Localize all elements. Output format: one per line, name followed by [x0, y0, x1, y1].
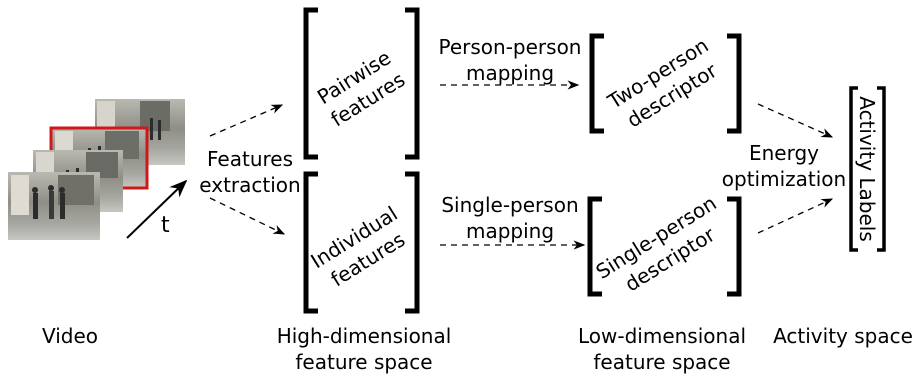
time-label: t [161, 213, 170, 238]
bottom-label-high-dim-line1: High-dimensional [277, 324, 452, 348]
pairwise-features-box: Pairwise features [303, 7, 420, 160]
video-frame-stack [8, 99, 185, 240]
time-arrow [126, 179, 188, 239]
features-extraction-line2: extraction [199, 173, 300, 197]
individual-features-box: Individual features [303, 171, 420, 314]
energy-line1: Energy [749, 141, 819, 165]
arrow-single-person-to-labels [757, 198, 834, 234]
single-person-line2: mapping [466, 219, 554, 243]
activity-labels-box: Activity Labels [849, 86, 886, 252]
two-person-descriptor-box: Two-person descriptor [589, 33, 742, 134]
bottom-label-video: Video [42, 324, 98, 348]
arrow-two-person-to-labels [757, 103, 834, 138]
bottom-label-low-dim-line2: feature space [593, 350, 730, 374]
person-person-line1: Person-person [439, 35, 582, 59]
person-person-line2: mapping [466, 61, 554, 85]
single-person-line1: Single-person [441, 193, 578, 217]
bottom-label-high-dim-line2: feature space [295, 350, 432, 374]
video-frame-1 [8, 172, 100, 240]
single-person-descriptor-box: Single-person descriptor [587, 191, 742, 297]
activity-labels-text: Activity Labels [855, 96, 879, 242]
energy-line2: optimization [722, 167, 846, 191]
arrow-to-individual [209, 197, 286, 235]
bottom-label-activity-space: Activity space [773, 324, 913, 348]
features-extraction-line1: Features [207, 147, 293, 171]
arrow-to-pairwise [209, 104, 284, 137]
bottom-label-low-dim-line1: Low-dimensional [578, 324, 746, 348]
